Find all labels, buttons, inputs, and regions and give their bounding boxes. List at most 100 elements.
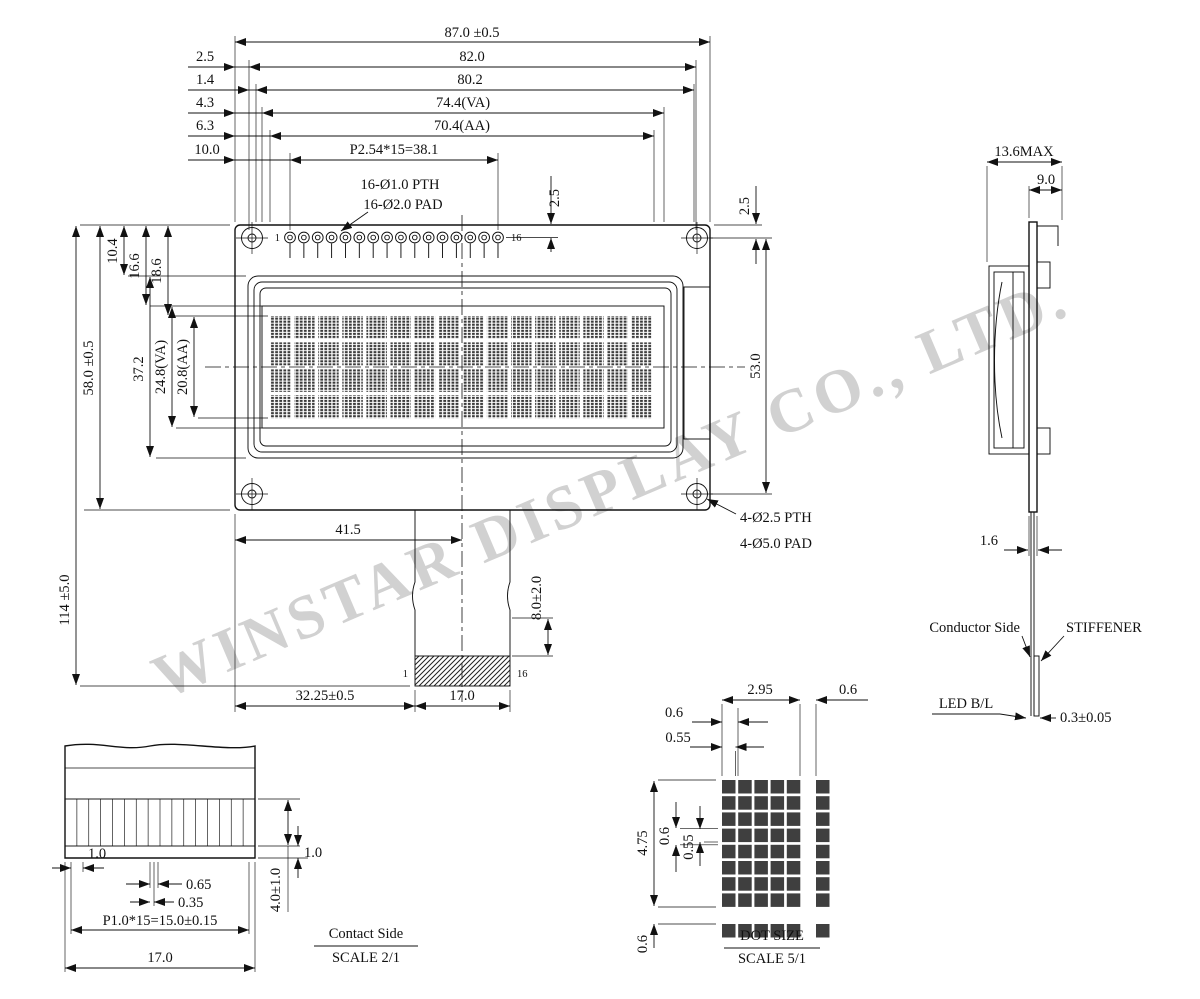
pin-pad-circle: [381, 231, 393, 244]
dot-cell: [722, 780, 736, 794]
dim-overall-width: 87.0 ±0.5: [444, 25, 499, 41]
side-glass-curve: [994, 281, 1003, 439]
pin-number-last: 16: [511, 233, 522, 244]
side-dimension-lines: [932, 158, 1065, 722]
pin-hole-circle: [342, 234, 349, 241]
lcd-character-cell: [486, 342, 508, 366]
dim-va-height: 24.8(VA): [153, 340, 169, 394]
dot-cell: [738, 861, 752, 875]
dot-cell: [816, 796, 830, 810]
dim-pin-edge: 2.5: [547, 189, 563, 207]
dim-dot-height: 0.55: [681, 834, 697, 859]
label-stiffener: STIFFENER: [1066, 620, 1142, 636]
dot-cell: [722, 877, 736, 891]
dim-tail-length: 8.0±2.0: [529, 576, 545, 620]
dot-cell: [786, 893, 801, 907]
dot-cell: [816, 844, 830, 859]
lcd-character-cell: [607, 316, 628, 339]
backlight-connector-hatch: [683, 286, 711, 440]
dot-cell: [770, 924, 785, 938]
lcd-character-cell: [414, 342, 436, 366]
lcd-character-cell: [318, 342, 339, 366]
lcd-character-cell: [438, 368, 460, 392]
dim-53: 53.0: [748, 353, 764, 378]
dot-cell: [738, 828, 752, 843]
lcd-character-cell: [390, 395, 411, 419]
dot-cell: [754, 796, 768, 810]
dot-cell: [770, 828, 785, 843]
pin-number-first: 1: [275, 233, 280, 244]
dim-dot-width: 0.55: [665, 730, 690, 746]
dot-cell: [786, 844, 801, 859]
label-conductor-side: Conductor Side: [929, 620, 1020, 636]
lcd-character-cell: [511, 316, 532, 339]
lcd-character-cell: [583, 316, 604, 339]
pin-pad-circle: [436, 231, 449, 244]
dot-cell: [816, 861, 830, 875]
lcd-character-cell: [294, 316, 315, 339]
dot-cell: [738, 893, 752, 907]
lcd-character-cell: [535, 342, 556, 366]
pin-pad-circle: [395, 231, 407, 244]
dim-9: 9.0: [1037, 172, 1055, 188]
lcd-character-cell: [438, 316, 460, 339]
dim-18-6: 18.6: [149, 258, 165, 283]
dot-cell: [722, 796, 736, 810]
lcd-character-cell: [535, 316, 556, 339]
lcd-character-cell: [414, 368, 436, 392]
lcd-character-cell: [414, 316, 436, 339]
dot-dimension-lines: [650, 696, 868, 949]
side-stiffener: [1033, 655, 1040, 717]
dot-cell: [754, 893, 768, 907]
pin-pad-circle: [311, 231, 324, 244]
dim-dot-char-height: 4.75: [635, 830, 651, 855]
pin-pad-circle: [284, 231, 296, 244]
pin-pad-circle: [450, 231, 463, 244]
lcd-character-cell: [342, 342, 363, 366]
tail-contact-hatch: [414, 655, 511, 687]
dim-va-width: 74.4(VA): [436, 95, 490, 111]
pin-hole-circle: [398, 234, 404, 241]
dot-cell: [770, 861, 785, 875]
dim-offset-1-4: 1.4: [196, 72, 215, 88]
side-pcb: [1028, 221, 1038, 513]
dim-tail-17: 17.0: [449, 688, 474, 704]
contact-dimension-lines: [52, 800, 418, 972]
dim-contact-pitch: P1.0*15=15.0±0.15: [103, 913, 218, 929]
lcd-character-cell: [486, 316, 508, 339]
dim-dot-gap-bottom: 0.6: [635, 935, 651, 953]
dot-cell: [722, 893, 736, 907]
dot-cell: [786, 812, 801, 826]
lcd-character-cell: [462, 342, 484, 366]
pin-pad-circle: [339, 231, 352, 244]
dim-32-25: 32.25±0.5: [296, 688, 355, 704]
dim-contact-0-65: 0.65: [186, 877, 211, 893]
dot-cell: [754, 924, 768, 938]
dot-cell: [816, 893, 830, 907]
dot-cell: [770, 844, 785, 859]
pin-pad-circle: [478, 231, 490, 244]
lcd-character-cell: [583, 342, 604, 366]
dim-aa-height: 20.8(AA): [175, 339, 191, 395]
dim-pcb-thickness: 1.6: [980, 533, 998, 549]
dim-dot-pitch-x: 0.6: [665, 705, 683, 721]
dim-hole-edge: 2.5: [737, 197, 753, 215]
dot-cell: [786, 828, 801, 843]
pin-hole-circle: [412, 234, 418, 241]
center-lines: [205, 215, 745, 702]
dot-cell: [754, 877, 768, 891]
pin-hole-circle: [467, 234, 474, 241]
dim-dot-char-width: 2.95: [747, 682, 772, 698]
dot-cell: [738, 924, 752, 938]
side-bezel-inner: [993, 271, 1025, 449]
lcd-character-cell: [631, 368, 652, 392]
dot-cell: [754, 812, 768, 826]
dim-contact-4-0: 4.0±1.0: [268, 868, 284, 912]
lcd-character-cell: [511, 395, 532, 419]
lcd-character-cell: [559, 395, 580, 419]
pin-hole-circle: [439, 234, 446, 241]
pin-row: [284, 231, 504, 258]
note-pin-pad: 16-Ø2.0 PAD: [363, 197, 442, 213]
lcd-character-cell: [631, 395, 652, 419]
